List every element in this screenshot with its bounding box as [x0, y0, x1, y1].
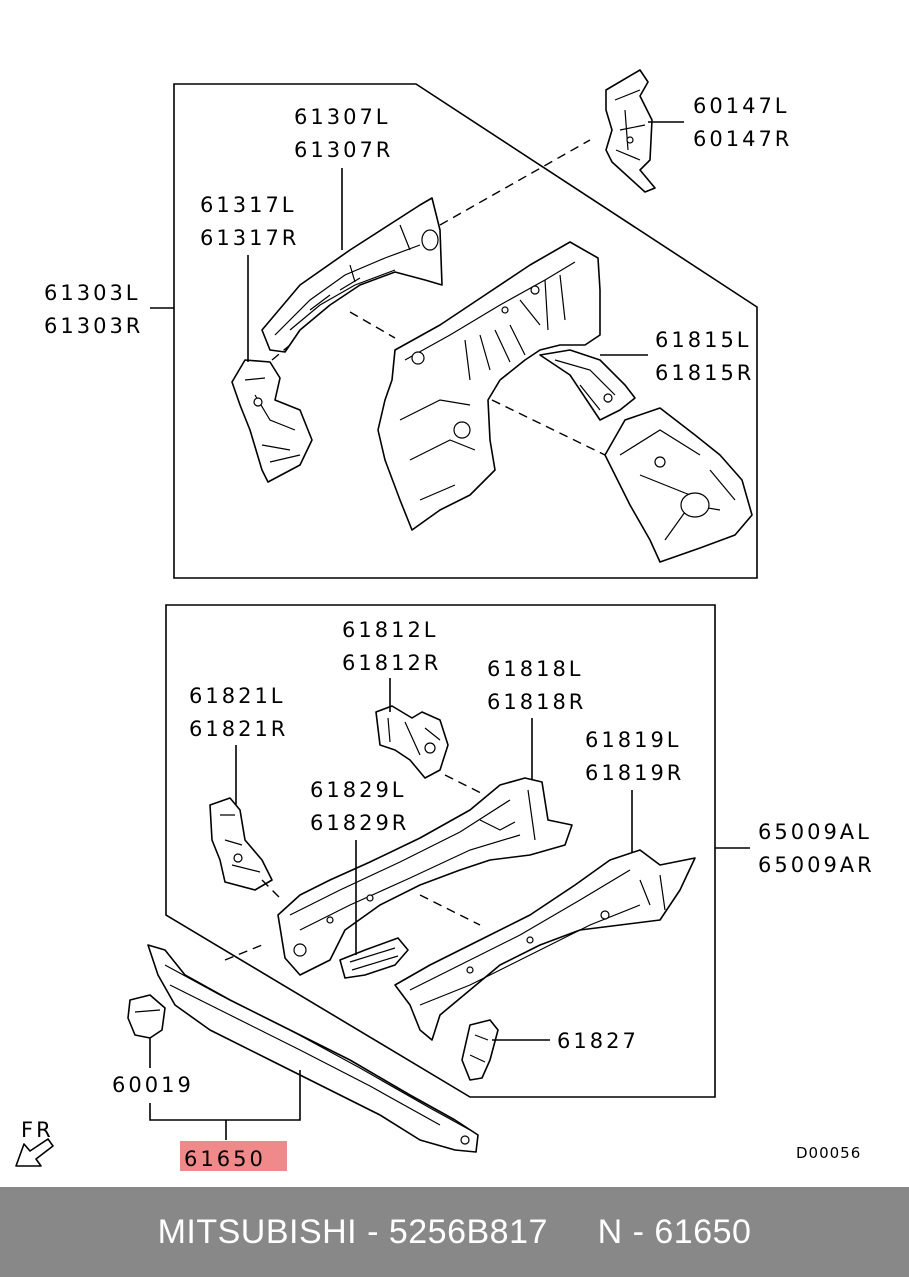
- label-61818-left: 61818L: [487, 657, 584, 681]
- label-61827: 61827: [557, 1029, 639, 1053]
- part-61827-bracket: [461, 1019, 499, 1081]
- highlight-61650: [180, 1141, 287, 1171]
- label-60147-right: 60147R: [693, 127, 792, 151]
- part-61317-bracket: [231, 359, 313, 483]
- assembly-line: [419, 894, 481, 926]
- label-65009-right: 65009AR: [758, 853, 875, 877]
- part-60147-bracket: [605, 69, 656, 193]
- label-61818-right: 61818R: [487, 690, 586, 714]
- assembly-line: [261, 879, 283, 901]
- label-61821-right: 61821R: [189, 717, 288, 741]
- upper-group-frame: [173, 83, 758, 579]
- part-60019-bracket: [127, 994, 166, 1039]
- label-61815-right: 61815R: [655, 361, 754, 385]
- assembly-line: [349, 311, 396, 339]
- assembly-line: [491, 399, 606, 456]
- label-60019: 60019: [112, 1073, 194, 1097]
- lower-group-frame: [165, 604, 716, 1098]
- label-61829-left: 61829L: [310, 778, 407, 802]
- part-61815-bracket: [539, 349, 636, 421]
- label-61815-left: 61815L: [655, 328, 752, 352]
- part-front-side-member: [277, 777, 573, 976]
- assembly-line: [271, 344, 291, 361]
- label-61307-right: 61307R: [294, 138, 393, 162]
- label-61307-left: 61307L: [294, 105, 391, 129]
- leader-61650: [149, 1070, 301, 1140]
- label-61819-left: 61819L: [585, 728, 682, 752]
- label-61650: 61650: [184, 1147, 266, 1171]
- label-60147-left: 60147L: [693, 94, 790, 118]
- label-61819-right: 61819R: [585, 761, 684, 785]
- exploded-parts-diagram: 61307L 61307R 60147L 60147R 61317L 61317…: [15, 69, 875, 1171]
- assembly-line: [224, 944, 263, 961]
- part-number-footer: MITSUBISHI - 5256B817 N - 61650: [0, 1187, 909, 1277]
- assembly-line: [439, 139, 591, 226]
- part-61829-plate: [339, 937, 409, 979]
- front-direction-arrow-icon: [15, 1138, 54, 1167]
- label-61829-right: 61829R: [310, 811, 409, 835]
- label-61303-left: 61303L: [44, 281, 141, 305]
- part-61812-bracket: [375, 705, 449, 779]
- front-direction-label: FR: [21, 1118, 54, 1142]
- part-upper-side-member: [604, 407, 753, 563]
- part-61821-bracket: [209, 797, 273, 891]
- label-61317-left: 61317L: [200, 193, 297, 217]
- label-61812-left: 61812L: [342, 618, 439, 642]
- label-61821-left: 61821L: [189, 684, 286, 708]
- part-61303-front-apron: [377, 241, 601, 531]
- part-61307-wheelhouse-upper: [261, 197, 443, 353]
- label-61303-right: 61303R: [44, 314, 143, 338]
- part-61650-crossmember: [147, 944, 479, 1153]
- drawing-code: D00056: [796, 1144, 861, 1162]
- label-61317-right: 61317R: [200, 226, 299, 250]
- part-61819-side-member: [394, 849, 696, 1041]
- label-61812-right: 61812R: [342, 651, 441, 675]
- footer-part-number-text: MITSUBISHI - 5256B817 N - 61650: [157, 1212, 752, 1251]
- assembly-line: [444, 774, 486, 796]
- label-65009-left: 65009AL: [758, 820, 872, 844]
